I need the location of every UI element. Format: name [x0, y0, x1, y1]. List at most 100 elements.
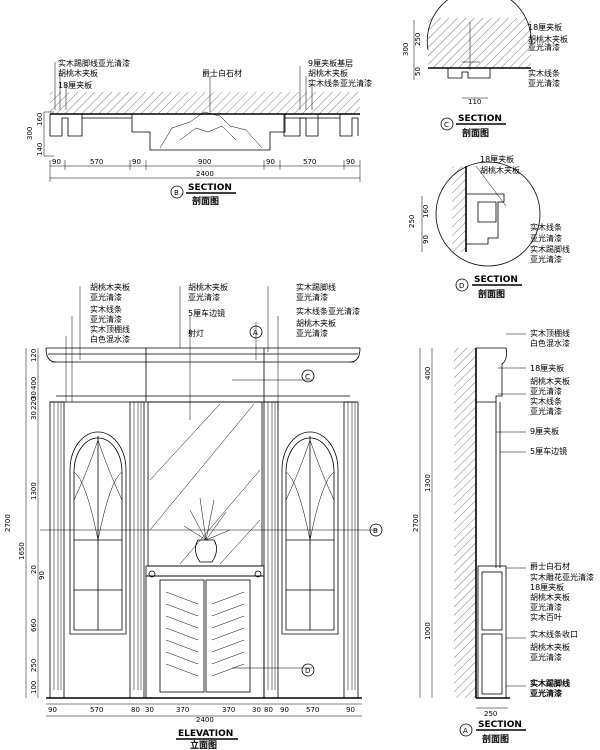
label: 18厘夹板: [58, 80, 92, 90]
left-window: [69, 431, 127, 635]
dim: 370: [176, 706, 189, 714]
section-d: 18厘夹板 胡桃木夹板 实木线条 亚光清漆 实木踢脚线 亚光清漆 250 160…: [408, 154, 570, 300]
label: 实木线条亚光清漆: [296, 306, 360, 316]
label: 胡桃木夹板: [296, 318, 336, 328]
dim: 220: [30, 397, 38, 410]
dim: 570: [90, 706, 103, 714]
wall-hatch: [50, 92, 360, 114]
label: 实木线条亚光清漆: [308, 78, 372, 88]
dim: 30: [30, 411, 38, 420]
label: 18厘夹板: [528, 22, 562, 32]
vase-plant-icon: [183, 497, 231, 563]
label: 胡桃木夹板: [480, 165, 520, 175]
section-tag: D: [459, 282, 464, 290]
mirror-panel: [147, 401, 263, 567]
section-b: 实木踢脚线亚光清漆 胡桃木夹板 18厘夹板 爵士白石材 9厘夹板基层 胡桃木夹板…: [26, 58, 372, 207]
label: 5厘车边镜: [530, 446, 567, 456]
label: 亚光清漆: [296, 292, 328, 302]
marker-d: D: [305, 667, 310, 675]
dim: 250: [30, 659, 38, 672]
section-subtitle: 剖面图: [482, 733, 509, 745]
label: 胡桃木夹板: [530, 592, 570, 602]
label: 亚光清漆: [530, 254, 562, 264]
label: 5厘车边镜: [188, 308, 225, 318]
dim: 100: [30, 681, 38, 694]
dim: 1650: [18, 542, 26, 560]
label: 实木雕花亚光清漆: [530, 572, 594, 582]
label: 实木踢脚线: [296, 282, 336, 292]
marker-b: B: [373, 527, 378, 535]
dim: 90: [346, 158, 355, 166]
elevation-subtitle: 立面图: [190, 739, 217, 750]
dim: 110: [468, 98, 481, 106]
label: 实木线条: [528, 68, 560, 78]
dim: 250: [484, 710, 497, 718]
dim: 90: [266, 158, 275, 166]
dim: 900: [198, 158, 211, 166]
section-title: SECTION: [188, 183, 232, 193]
dim: 570: [303, 158, 316, 166]
label: 实木顶棚线: [530, 328, 570, 338]
dim: 120: [30, 349, 38, 362]
dim: 90: [48, 706, 57, 714]
label: 实木顶棚线: [90, 324, 130, 334]
label: 胡桃木夹板: [528, 34, 568, 44]
dim: 90: [38, 571, 46, 580]
marker-a: A: [253, 329, 258, 337]
label: 亚光清漆: [528, 42, 560, 52]
label: 胡桃木夹板: [188, 282, 228, 292]
dim: 20: [30, 565, 38, 574]
label: 实木踢脚线亚光清漆: [58, 58, 130, 68]
label: 爵士白石材: [202, 68, 242, 78]
label: 9厘夹板: [530, 426, 559, 436]
louvred-cabinet: [145, 565, 265, 699]
dim: 30: [252, 706, 261, 714]
label: 18厘夹板: [530, 582, 564, 592]
dim-ticks: [49, 160, 361, 182]
elevation: 胡桃木夹板 亚光清漆 胡桃木夹板 亚光清漆 实木踢脚线 亚光清漆 实木线条 亚光…: [4, 282, 383, 750]
dim: 80: [131, 706, 140, 714]
section-title: SECTION: [458, 114, 502, 124]
label: 实木线条: [90, 304, 122, 314]
label: 亚光清漆: [90, 314, 122, 324]
label: 胡桃木夹板: [530, 642, 570, 652]
dim: 1000: [424, 622, 432, 640]
dim: 300: [402, 43, 410, 56]
label: 亚光清漆: [530, 688, 562, 698]
label: 亚光清漆: [188, 292, 220, 302]
section-subtitle: 剖面图: [478, 288, 505, 300]
dim: 250: [408, 215, 416, 228]
dim: 250: [414, 33, 422, 46]
dim: 140: [36, 143, 44, 156]
label: 实木线条: [530, 222, 562, 232]
dim: 30: [145, 706, 154, 714]
dim: 160: [422, 205, 430, 218]
dim-total: 2400: [196, 716, 214, 724]
dim-total: 2700: [412, 514, 420, 532]
label: 18厘夹板: [530, 363, 564, 373]
label: 亚光清漆: [530, 233, 562, 243]
label: 9厘夹板基层: [308, 58, 353, 68]
dim: 90: [132, 158, 141, 166]
dim: 80: [264, 706, 273, 714]
section-title: SECTION: [478, 720, 522, 730]
label: 亚光清漆: [530, 406, 562, 416]
dim: 300: [26, 127, 34, 140]
label: 实木百叶: [530, 612, 562, 622]
dim: 90: [346, 706, 355, 714]
label: 实木线条: [530, 396, 562, 406]
dim: 400: [30, 377, 38, 390]
label: 亚光清漆: [530, 652, 562, 662]
label: 白色混水漆: [530, 338, 570, 348]
dim: 400: [424, 367, 432, 380]
dim: 160: [36, 113, 44, 126]
dim: 90: [422, 235, 430, 244]
label: 亚光清漆: [90, 292, 122, 302]
dim: 90: [280, 706, 289, 714]
label: 亚光清漆: [530, 386, 562, 396]
label: 胡桃木夹板: [90, 282, 130, 292]
label: 亚光清漆: [296, 328, 328, 338]
section-subtitle: 剖面图: [462, 127, 489, 139]
elevation-title: ELEVATION: [178, 729, 233, 739]
